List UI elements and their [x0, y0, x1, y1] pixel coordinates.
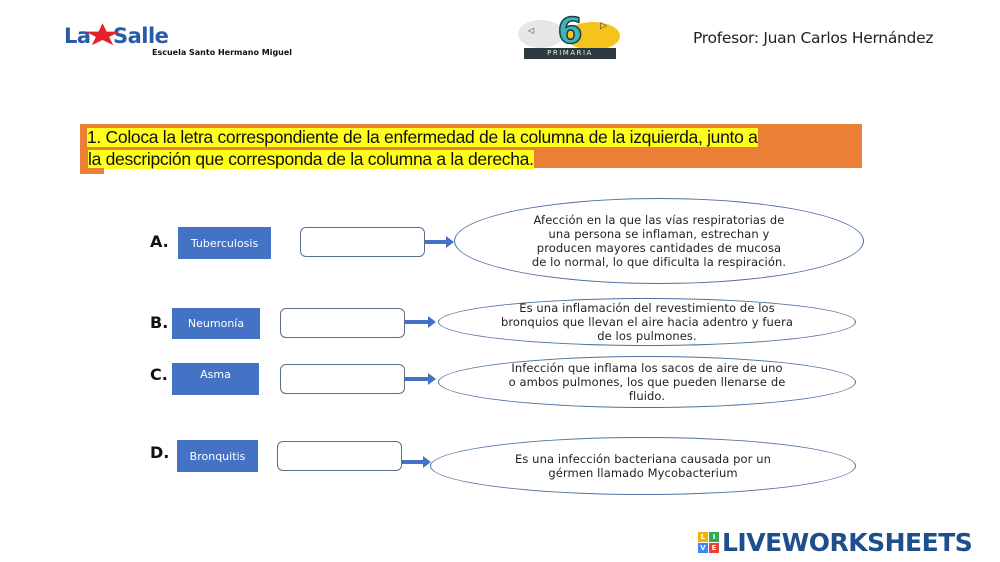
description-text-2: Es una inflamación del revestimiento de …	[500, 301, 794, 343]
row-letter-a: A.	[150, 232, 169, 251]
arrow-icon	[402, 456, 431, 468]
disease-tuberculosis: Tuberculosis	[178, 227, 271, 259]
row-letter-d: D.	[150, 443, 170, 462]
disease-bronquitis: Bronquitis	[177, 440, 258, 472]
answer-input-d[interactable]	[277, 441, 402, 471]
answer-input-b[interactable]	[280, 308, 405, 338]
description-text-4: Es una infección bacteriana causada por …	[514, 452, 772, 480]
arrow-icon	[405, 373, 436, 385]
star-icon: ★	[81, 18, 122, 53]
tile-l: L	[698, 532, 708, 542]
tile-i: I	[709, 532, 719, 542]
la-salle-wordmark: La★Salle	[64, 18, 169, 53]
instruction-line-2: la descripción que corresponda de la col…	[88, 149, 534, 169]
grade-badge: ◁ ▷ 6 PRIMARIA	[514, 11, 624, 60]
triangle-icon: ◁	[528, 26, 535, 35]
description-ellipse-4: Es una infección bacteriana causada por …	[430, 437, 856, 495]
instruction-line-1: 1. Coloca la letra correspondiente de la…	[87, 127, 758, 147]
description-ellipse-1: Afección en la que las vías respiratoria…	[454, 198, 864, 284]
grade-badge-grey-shape	[518, 20, 564, 48]
la-salle-logo: La★Salle Escuela Santo Hermano Miguel	[64, 18, 304, 62]
grade-number: 6	[557, 11, 584, 53]
banner-tab	[80, 168, 104, 174]
description-ellipse-3: Infección que inflama los sacos de aire …	[438, 356, 856, 408]
answer-input-c[interactable]	[280, 364, 405, 394]
liveworksheets-wordmark: LIVEWORKSHEETS	[722, 528, 973, 557]
professor-name: Profesor: Juan Carlos Hernández	[693, 29, 934, 47]
arrow-icon	[425, 236, 454, 248]
liveworksheets-logo: L I V E LIVEWORKSHEETS	[698, 528, 973, 557]
disease-asma: Asma	[172, 363, 259, 395]
arrow-icon	[405, 316, 436, 328]
logo-text-la: La	[64, 24, 91, 48]
instruction-banner: 1. Coloca la letra correspondiente de la…	[80, 124, 862, 174]
live-tiles-icon: L I V E	[698, 532, 719, 553]
row-letter-b: B.	[150, 313, 169, 332]
grade-badge-yellow-shape	[566, 22, 620, 50]
description-text-1: Afección en la que las vías respiratoria…	[531, 213, 787, 269]
grade-ribbon: PRIMARIA	[524, 48, 616, 59]
triangle-icon: ▷	[600, 20, 607, 30]
disease-neumonia: Neumonía	[172, 308, 260, 339]
school-name: Escuela Santo Hermano Miguel	[152, 48, 293, 57]
description-ellipse-2: Es una inflamación del revestimiento de …	[438, 298, 856, 346]
logo-text-salle: Salle	[112, 24, 169, 48]
tile-v: V	[698, 543, 708, 553]
tile-e: E	[709, 543, 719, 553]
row-letter-c: C.	[150, 365, 168, 384]
answer-input-a[interactable]	[300, 227, 425, 257]
description-text-3: Infección que inflama los sacos de aire …	[508, 361, 786, 403]
